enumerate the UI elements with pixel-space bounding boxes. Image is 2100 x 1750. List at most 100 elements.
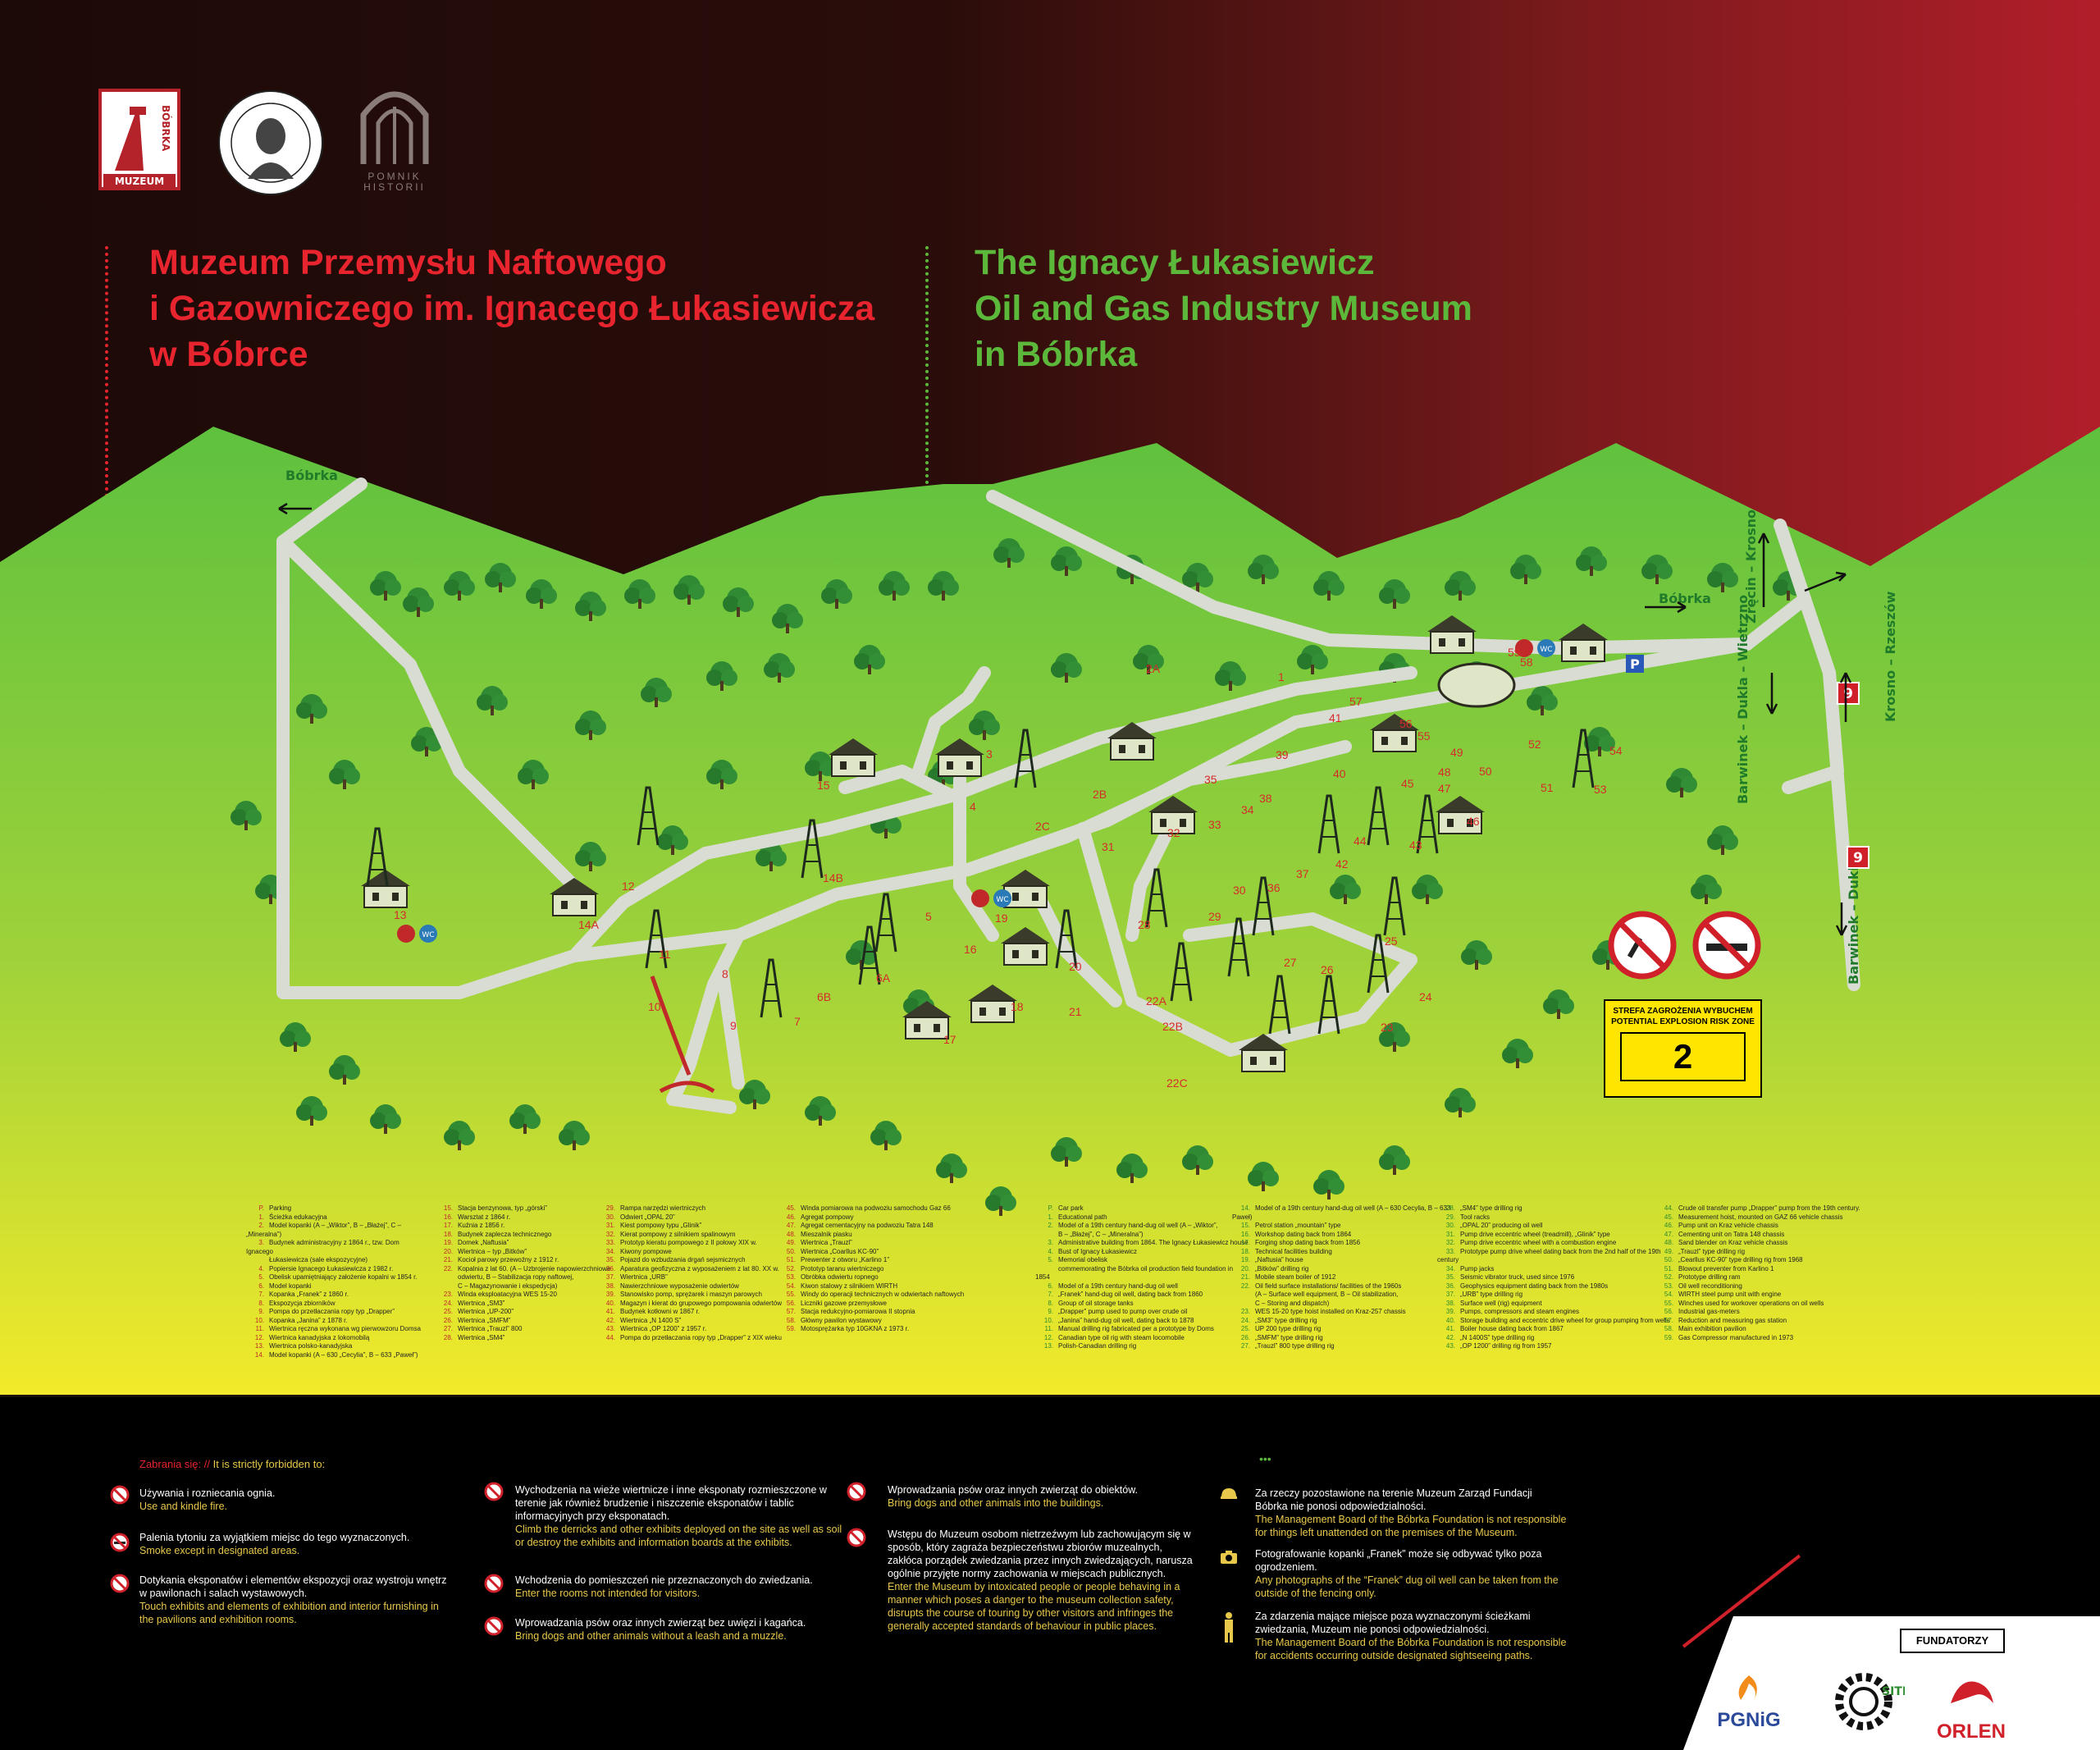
legend-item-text: Model of a 19th century hand-dug oil wel…	[1058, 1282, 1178, 1290]
museum-logo: BÓBRKA MUZEUM	[98, 89, 180, 190]
legend-item-text: Liczniki gazowe przemysłowe	[801, 1299, 887, 1307]
legend-item: 15.Stacja benzynowa, typ „górski”	[435, 1204, 615, 1213]
legend-item: C – Storing and dispatch)	[1232, 1300, 1454, 1309]
legend-item-number: 8.	[1048, 1299, 1053, 1307]
legend-item: 10.„Janina” hand-dug oil well, dating ba…	[1035, 1317, 1249, 1326]
exhibit-number-29: 29	[1208, 910, 1221, 923]
exhibit-number-36: 36	[1267, 881, 1281, 894]
legend-item: 25.UP 200 type drilling rig	[1232, 1325, 1454, 1334]
no-touching-icon	[110, 1574, 130, 1593]
legend-item-text: Obelisk upamiętniający założenie kopalni…	[269, 1273, 418, 1281]
legend-item: 15.Petrol station „mountain” type	[1232, 1222, 1454, 1231]
lukasiewicz-seal-logo	[217, 89, 325, 197]
title-english-line-3: in Bóbrka	[975, 335, 1138, 374]
exhibit-number-45: 45	[1401, 777, 1414, 790]
pomnik-historii-logo: POMNIK HISTORII	[355, 82, 434, 195]
legend-item-number: 58.	[786, 1316, 796, 1324]
legend-item-text: Motosprężarka typ 10GKNA z 1973 r.	[801, 1325, 910, 1332]
legend-item: 20.Wiertnica – typ „Bitków”	[435, 1248, 615, 1257]
legend-item-text: Warsztat z 1864 r.	[458, 1213, 511, 1221]
sitpnig-gear-icon: SITPNiG	[1835, 1673, 1933, 1730]
legend-item-text: Pompa do przetłaczania ropy typ „Drapper…	[269, 1308, 395, 1315]
legend-item-number: 56.	[1664, 1308, 1673, 1315]
legend-item-number: 31.	[605, 1222, 615, 1229]
legend-item: 18.Budynek zaplecza technicznego	[435, 1231, 615, 1240]
legend-item: 42.„N 1400S” type drilling rig	[1437, 1334, 1675, 1343]
legend-item-number: 7.	[1048, 1291, 1053, 1298]
legend-item: 13.Polish-Canadian drilling rig	[1035, 1342, 1249, 1351]
legend-item: 17.Kuźnia z 1856 r.	[435, 1222, 615, 1231]
legend-item-number: 16.	[1240, 1230, 1250, 1238]
legend-item: Łukasiewicza (sale ekspozycyjne)	[246, 1256, 427, 1265]
legend-item-number: 49.	[1664, 1247, 1673, 1255]
legend-item-number: 35.	[1445, 1273, 1455, 1281]
legend-item: P.Car park	[1035, 1204, 1249, 1213]
legend-item-text: Odwiert „OPAL 20”	[620, 1213, 675, 1221]
legend-item: 9.Pompa do przetłaczania ropy typ „Drapp…	[246, 1308, 427, 1317]
legend-item-number: 33.	[1445, 1247, 1455, 1255]
legend-item: 50.„Cearllus KC-90” type drilling rig fr…	[1655, 1256, 1885, 1265]
legend-item: 26.„SMFM” type drilling rig	[1232, 1334, 1454, 1343]
legend-item: 54.WIRTH steel pump unit with engine	[1655, 1291, 1885, 1300]
legend-item-number: 27.	[1240, 1342, 1250, 1350]
svg-text:9: 9	[1843, 686, 1853, 702]
road-sign-9-top: 9	[1837, 682, 1860, 705]
legend-item-number: 12.	[254, 1333, 264, 1341]
legend-item: 5.Memorial obelisk	[1035, 1256, 1249, 1265]
legend-item: 58.Główny pawilon wystawowy	[778, 1317, 966, 1326]
legend-item: 49.Wiertnica „Trauzl”	[778, 1239, 966, 1248]
legend-item-number: 25.	[443, 1308, 453, 1315]
legend-item-number: 32.	[1445, 1239, 1455, 1246]
legend-item: 16.Warsztat z 1864 r.	[435, 1213, 615, 1222]
legend-item-text: Storage building and eccentric drive whe…	[1460, 1316, 1670, 1324]
legend-item-text: Group of oil storage tanks	[1058, 1299, 1134, 1307]
legend-item-number: 21.	[443, 1256, 453, 1263]
legend-item: 14.Model of a 19th century hand-dug oil …	[1232, 1204, 1454, 1222]
no-entry-icon	[484, 1574, 504, 1593]
legend-item-number: 44.	[1664, 1204, 1673, 1212]
legend-item-number: 55.	[786, 1291, 796, 1298]
exhibit-number-53: 53	[1594, 783, 1607, 796]
legend-item: 33.Prototyp kieratu pompowego z II połow…	[597, 1239, 786, 1248]
legend-item: 58.Main exhibition pavilion	[1655, 1325, 1885, 1334]
exhibit-number-59: 59	[1508, 646, 1521, 659]
legend-item-number: 15.	[1240, 1222, 1250, 1229]
legend-item-text: Windy do operacji technicznych w odwiert…	[801, 1291, 965, 1298]
legend-item-text: Agregat pompowy	[801, 1213, 854, 1221]
legend-item-text: „Naftusia” house	[1255, 1256, 1303, 1263]
legend-pl-column-4: 45.Winda pomiarowa na podwoziu samochodu…	[778, 1204, 966, 1334]
legend-en-column-4: 44.Crude oil transfer pump „Drapper” pum…	[1655, 1204, 1885, 1342]
legend-item: 24.„SM3” type drilling rig	[1232, 1317, 1454, 1326]
rule-no-dogs-in-buildings: Wprowadzania psów oraz innych zwierząt d…	[888, 1484, 1139, 1509]
legend-item-number: 28.	[443, 1333, 453, 1341]
legend-item: 46.Agregat pompowy	[778, 1213, 966, 1222]
pgnig-flame-icon	[1738, 1675, 1757, 1700]
legend-item-text: Wiertnica „OP 1200” z 1957 r.	[620, 1325, 707, 1332]
title-polish-line-3: w Bóbrce	[149, 335, 308, 374]
legend-item: 56.Liczniki gazowe przemysłowe	[778, 1300, 966, 1309]
legend-item-number: 15.	[443, 1204, 453, 1212]
title-divider-green	[925, 246, 929, 517]
svg-text:9: 9	[1853, 850, 1863, 866]
legend-item-text: „Drapper” pump used to pump over crude o…	[1058, 1308, 1188, 1315]
legend-item-text: „SM3” type drilling rig	[1255, 1316, 1317, 1324]
rule-no-touching: Dotykania eksponatów i elementów ekspozy…	[139, 1574, 447, 1625]
legend-item: 57.Stacja redukcyjno-pomiarowa II stopni…	[778, 1308, 966, 1317]
exhibit-number-19: 19	[995, 912, 1008, 925]
legend-item: 38.Surface well (rig) equipment	[1437, 1300, 1675, 1309]
legend-item-number: 29.	[1445, 1213, 1455, 1221]
exhibit-number-35: 35	[1204, 773, 1217, 786]
museum-map: WC WC WC P Bóbrka Bóbrka Zręcin – Krosno…	[0, 427, 2100, 1395]
legend-item-number: 13.	[254, 1342, 264, 1350]
legend-item-number: 19.	[1240, 1256, 1250, 1263]
exhibit-number-55: 55	[1418, 729, 1431, 742]
legend-item: 30.Odwiert „OPAL 20”	[597, 1213, 786, 1222]
exhibit-number-2B: 2B	[1093, 788, 1107, 801]
legend-item-text: Pump drive eccentric wheel with a combus…	[1460, 1239, 1617, 1246]
legend-item: 50.Wiertnica „Coarllus KC-90”	[778, 1248, 966, 1257]
legend-item-number: 3.	[1048, 1239, 1053, 1246]
legend-item: 7.Kopanka „Franek” z 1860 r.	[246, 1291, 427, 1300]
